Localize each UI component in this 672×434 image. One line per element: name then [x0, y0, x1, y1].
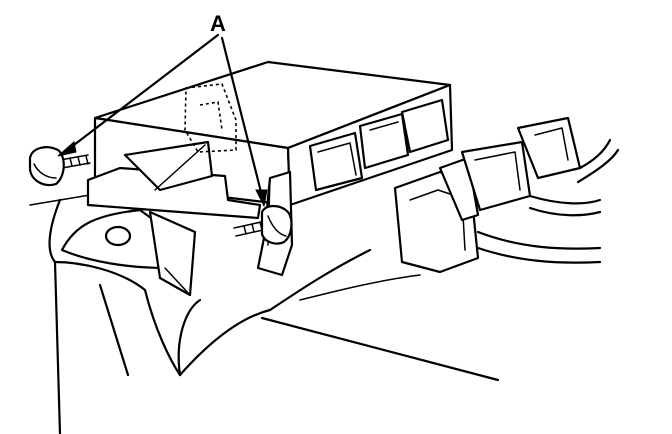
- bolt-right: [233, 204, 293, 245]
- relay-1: [400, 98, 450, 154]
- relay-3: [308, 131, 364, 192]
- connector-3: [516, 116, 582, 180]
- bolt-left: [28, 146, 91, 187]
- bracket-hole: [104, 225, 132, 247]
- fuse-box-flange: [86, 166, 262, 220]
- relays: [308, 98, 450, 192]
- harness-connectors: [393, 116, 620, 274]
- body-panel: [29, 194, 500, 434]
- callout-label: A: [210, 11, 226, 36]
- mounting-bracket: [60, 208, 197, 297]
- hidden-bolt-outline: [184, 83, 237, 153]
- callout-leaders: [57, 33, 268, 208]
- relay-2: [358, 112, 410, 170]
